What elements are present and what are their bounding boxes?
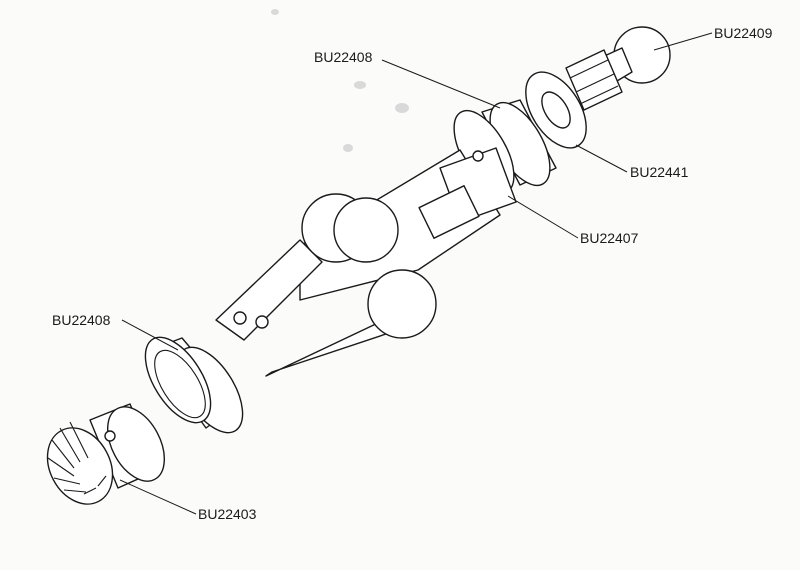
leader-c2 (381, 59, 501, 109)
bevel-gear-part (46, 403, 166, 505)
yoke-arms-part (215, 147, 517, 377)
lower-bearing-ring-part (144, 336, 244, 434)
callout-label: BU22409 (714, 25, 773, 41)
scan-smudges (271, 9, 409, 152)
leader-c3 (575, 144, 628, 173)
callout-labels: BU22409 BU22408 BU22441 BU22407 BU22408 … (52, 25, 773, 522)
leader-c1 (653, 32, 713, 51)
callout-label: BU22441 (630, 164, 689, 180)
callout-label: BU22403 (198, 506, 257, 522)
ball-stud-part (565, 26, 671, 111)
leader-lines (119, 32, 713, 515)
callout-label: BU22408 (314, 49, 373, 65)
washer-part (525, 71, 587, 149)
leader-c4 (507, 195, 579, 239)
callout-label: BU22407 (580, 230, 639, 246)
leader-c6 (119, 479, 197, 515)
leader-c5 (121, 319, 179, 351)
callout-label: BU22408 (52, 312, 111, 328)
